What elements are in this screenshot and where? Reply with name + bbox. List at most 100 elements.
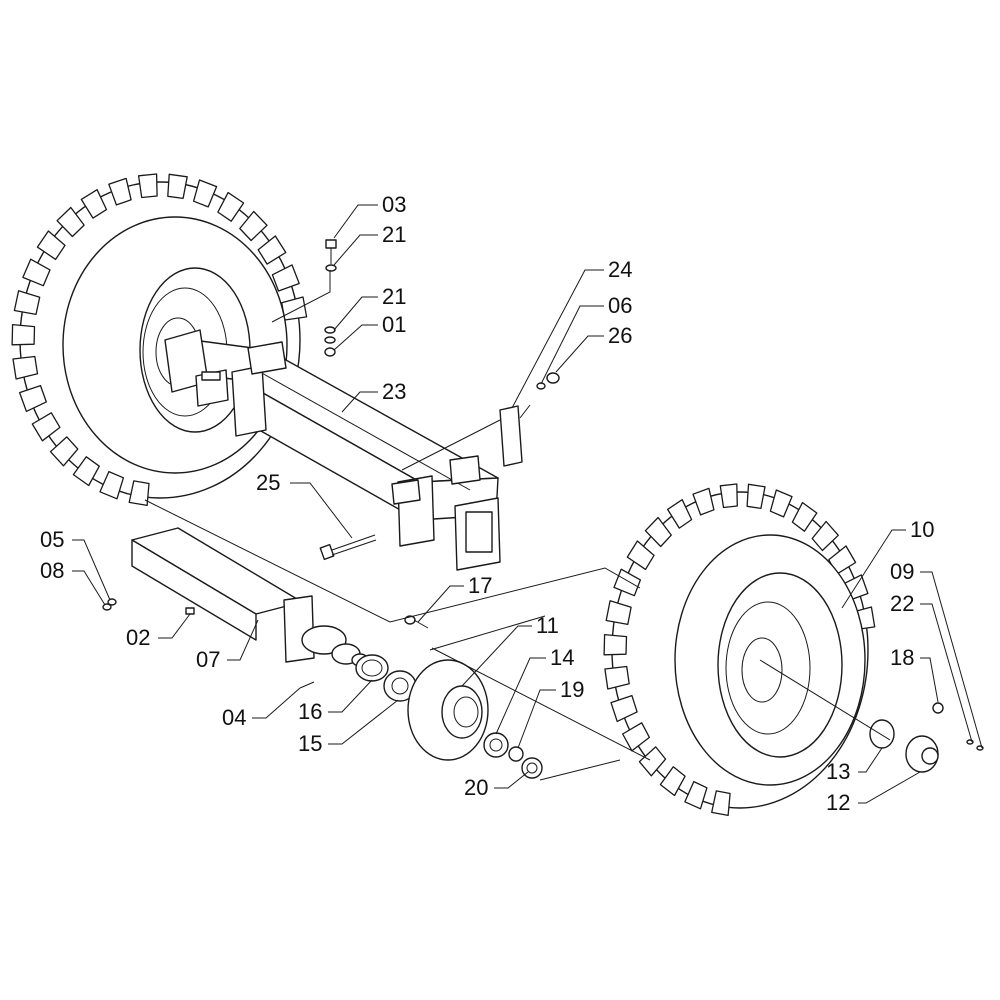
callout-label-25: 25 — [256, 470, 280, 495]
gasket-13 — [869, 719, 895, 749]
hub-11 — [407, 659, 489, 761]
tread-lug — [659, 766, 686, 797]
callout-label-13: 13 — [826, 759, 850, 784]
tread-lug — [626, 540, 655, 571]
tread-lug — [811, 520, 839, 552]
tread-lug — [684, 780, 708, 810]
tread-lug — [711, 790, 731, 817]
callout-label-08: 08 — [40, 558, 64, 583]
plug-18 — [932, 702, 944, 714]
tread-lug — [239, 210, 268, 242]
tread-lug — [746, 483, 766, 510]
bolt-25 — [319, 534, 377, 561]
callout-23: 23 — [341, 379, 406, 413]
callout-06: 06 — [540, 293, 632, 385]
tread-lug — [11, 323, 36, 346]
callout-label-19: 19 — [560, 677, 584, 702]
callout-21-upper: 21 — [333, 222, 406, 266]
tread-lug — [605, 600, 632, 626]
callout-label-18: 18 — [890, 645, 914, 670]
tread-lug — [128, 480, 150, 507]
callout-label-20: 20 — [464, 775, 488, 800]
tread-lug — [137, 173, 158, 199]
tread-lug — [719, 483, 738, 509]
callout-17: 17 — [417, 573, 492, 623]
tread-lug — [644, 516, 672, 548]
callout-13: 13 — [826, 747, 883, 784]
bolt-03 — [325, 239, 337, 272]
washer-19 — [508, 746, 524, 762]
tread-lug — [613, 568, 642, 597]
left-wheel-tire — [11, 173, 308, 507]
callout-09: 09 — [890, 559, 983, 749]
callout-label-15: 15 — [298, 731, 322, 756]
callout-label-07: 07 — [196, 647, 220, 672]
callout-19: 19 — [517, 677, 584, 749]
callout-14: 14 — [495, 645, 574, 735]
axle-beam — [164, 329, 523, 571]
tread-lug — [13, 290, 41, 316]
callout-label-05: 05 — [40, 527, 64, 552]
hub-cap-12 — [905, 735, 939, 773]
callout-11: 11 — [461, 613, 559, 687]
callout-18: 18 — [890, 645, 939, 703]
tread-lug — [769, 489, 793, 518]
callout-10: 10 — [841, 517, 934, 609]
tread-lug — [22, 258, 51, 287]
tread-lug — [167, 173, 188, 200]
tread-lug — [56, 206, 85, 238]
tread-lug — [603, 633, 628, 656]
tread-lug — [31, 412, 61, 442]
tread-lug — [108, 177, 132, 206]
small-parts-05-08-02 — [102, 598, 315, 689]
callout-label-11: 11 — [536, 613, 559, 638]
callout-label-09: 09 — [890, 559, 914, 584]
callout-03: 03 — [333, 192, 406, 239]
callout-label-14: 14 — [550, 645, 574, 670]
tread-lug — [80, 189, 108, 219]
sub-axle-beam — [131, 527, 369, 667]
tread-lug — [271, 264, 300, 292]
callout-label-22: 22 — [890, 591, 914, 616]
washers-21-01 — [324, 326, 336, 357]
callouts: 03 21 21 01 24 06 26 — [40, 192, 983, 815]
callout-label-10: 10 — [910, 517, 934, 542]
tread-lug — [622, 722, 651, 752]
tread-lug — [257, 235, 287, 265]
callout-label-17: 17 — [468, 573, 492, 598]
callout-08: 08 — [40, 558, 106, 606]
callout-label-23: 23 — [382, 379, 406, 404]
callout-12: 12 — [826, 771, 921, 815]
tread-lug — [49, 436, 79, 467]
callout-26: 26 — [555, 323, 632, 373]
callout-label-24: 24 — [608, 257, 632, 282]
tread-lug — [99, 470, 125, 500]
callout-15: 15 — [298, 699, 399, 756]
tread-lug — [192, 179, 218, 208]
tread-lug — [18, 384, 47, 413]
tread-lug — [604, 665, 630, 690]
callout-01: 01 — [333, 312, 406, 351]
callout-20: 20 — [464, 771, 529, 800]
tread-lug — [217, 191, 245, 222]
callout-24: 24 — [511, 257, 632, 409]
tread-lug — [72, 456, 100, 487]
seal-16 — [355, 654, 389, 682]
callout-label-16: 16 — [298, 699, 322, 724]
tread-lug — [638, 746, 667, 777]
callout-label-21-upper: 21 — [382, 222, 406, 247]
assembly-guide-lines — [144, 270, 891, 781]
callout-25: 25 — [256, 470, 353, 539]
tread-lug — [36, 230, 66, 261]
callout-16: 16 — [298, 679, 373, 724]
callout-label-21-lower: 21 — [382, 284, 406, 309]
callout-22: 22 — [890, 591, 973, 743]
tread-lug — [610, 694, 638, 723]
tread-lug — [692, 487, 715, 516]
callout-21-lower: 21 — [333, 284, 406, 331]
bearing-14 — [483, 732, 509, 758]
callout-label-04: 04 — [222, 705, 246, 730]
callout-05: 05 — [40, 527, 111, 601]
right-wheel-tire — [603, 483, 876, 817]
